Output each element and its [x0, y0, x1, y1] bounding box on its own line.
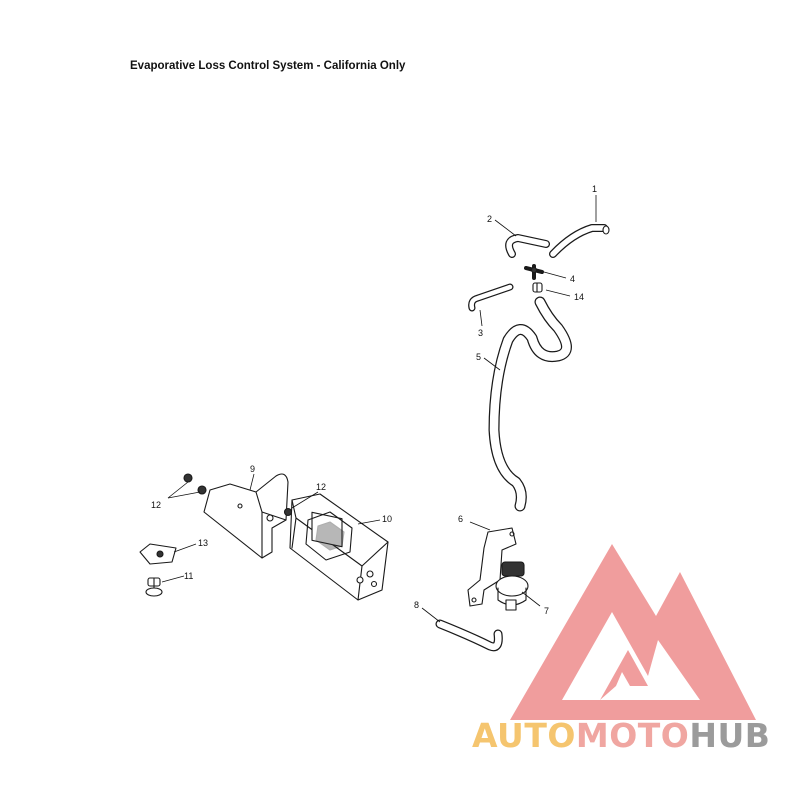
callout-4: 4 — [570, 274, 575, 284]
callout-11: 11 — [184, 571, 193, 581]
part-9-bracket — [203, 473, 289, 559]
leader-lines — [161, 195, 597, 623]
callout-9: 9 — [250, 464, 255, 474]
part-1-hose — [549, 224, 610, 258]
part-7-valve — [495, 561, 529, 611]
callout-12-right: 12 — [316, 482, 326, 492]
watermark-text-auto: AUTO — [472, 716, 576, 755]
watermark-text-moto: MOTO — [575, 716, 690, 755]
part-4-tee-fitting — [524, 264, 544, 280]
callout-1: 1 — [592, 184, 597, 194]
callout-3: 3 — [478, 328, 483, 338]
part-5-long-hose — [488, 296, 572, 512]
watermark-text: AUTOMOTOHUB — [472, 716, 770, 755]
callout-14: 14 — [574, 292, 584, 302]
diagram-title: Evaporative Loss Control System - Califo… — [130, 60, 406, 72]
callout-2: 2 — [487, 214, 492, 224]
part-6-valve-bracket — [467, 527, 517, 607]
part-3-hose — [468, 283, 514, 312]
callout-13: 13 — [198, 538, 208, 548]
callout-8: 8 — [414, 600, 419, 610]
callout-10: 10 — [382, 514, 392, 524]
callout-labels: 1 2 3 4 5 6 7 8 9 10 11 12 12 13 14 — [151, 184, 597, 616]
part-11-bolt — [145, 577, 163, 597]
part-8-hose — [435, 619, 503, 652]
part-14-connector — [532, 282, 543, 293]
callout-6: 6 — [458, 514, 463, 524]
callout-12-left: 12 — [151, 500, 161, 510]
part-10-canister — [289, 493, 389, 601]
callout-7: 7 — [544, 606, 549, 616]
part-13-clip — [139, 543, 177, 565]
part-2-hose — [505, 234, 550, 258]
callout-5: 5 — [476, 352, 481, 362]
watermark-text-hub: HUB — [689, 716, 771, 755]
watermark-logo-icon — [510, 544, 756, 720]
